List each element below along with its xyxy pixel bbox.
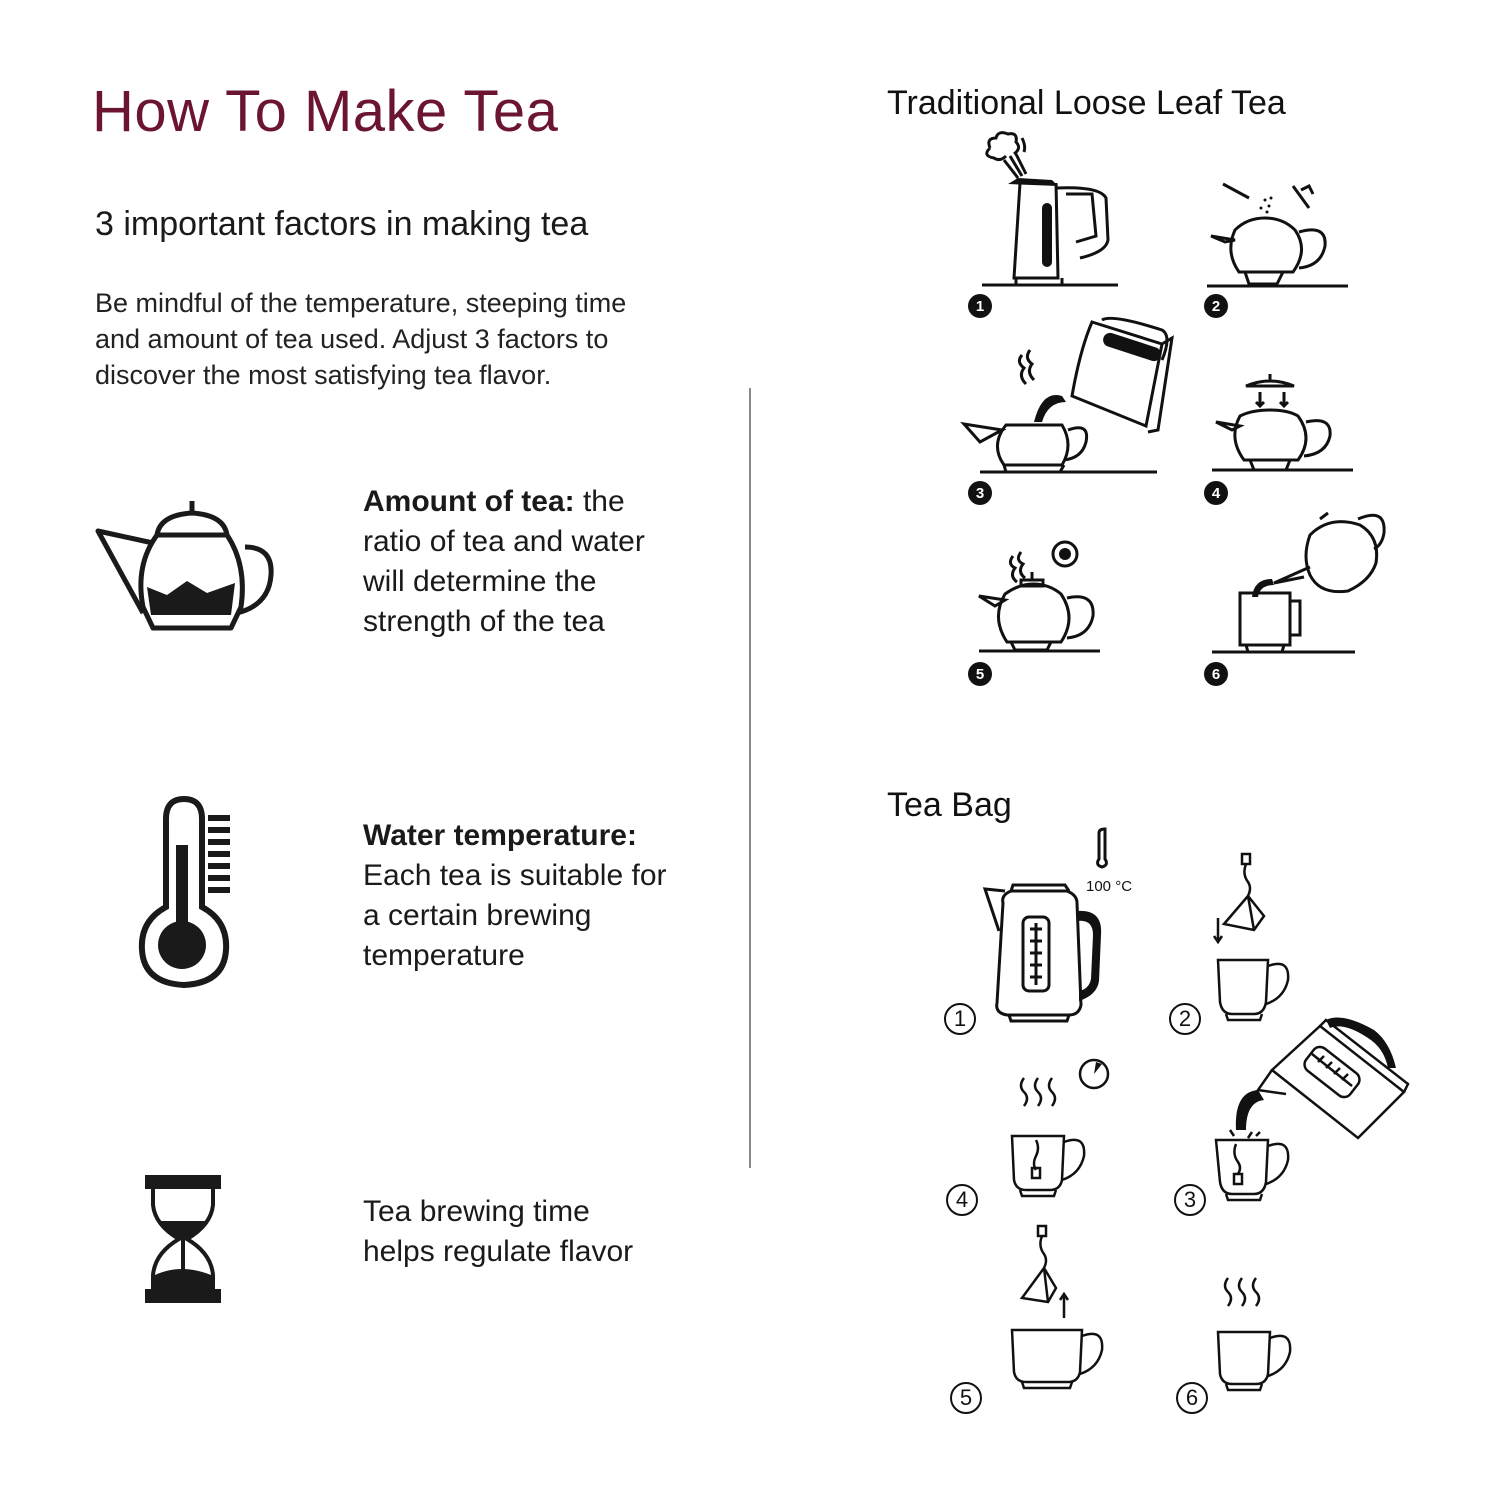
serve-cup-icon <box>1216 1277 1292 1392</box>
tea-bag-step-4-badge: 4 <box>946 1184 978 1216</box>
tea-bag-step-6-badge: 6 <box>1176 1382 1208 1414</box>
factor-temperature-text: Water temperature: Each tea is suitable … <box>363 819 667 972</box>
temperature-label: 100 °C <box>1086 878 1133 895</box>
column-divider <box>749 388 751 1168</box>
pour-into-cup-icon <box>1212 511 1386 654</box>
tea-bag-step-5-badge: 5 <box>950 1382 982 1414</box>
boiling-kettle-icon <box>982 131 1118 287</box>
pour-water-icon <box>960 316 1174 474</box>
tea-bag-step-3-badge: 3 <box>1174 1184 1206 1216</box>
loose-leaf-step-6-badge: 6 <box>1204 662 1228 686</box>
pour-water-cup-icon <box>1214 1017 1410 1202</box>
cover-lid-icon <box>1212 374 1353 472</box>
steep-cup-icon <box>1010 1058 1110 1198</box>
factor-time-text: Tea brewing time helps regulate flavor <box>363 1195 634 1268</box>
loose-leaf-step-4-badge: 4 <box>1204 481 1228 505</box>
section-subtitle: 3 important factors in making tea <box>95 205 589 243</box>
kettle-icon <box>982 827 1108 1023</box>
drop-tea-bag-icon <box>1212 852 1290 1022</box>
steep-timer-icon <box>978 540 1100 653</box>
page-title: How To Make Tea <box>92 79 559 144</box>
teapot-icon <box>95 501 274 631</box>
loose-leaf-step-3-badge: 3 <box>968 481 992 505</box>
loose-leaf-title: Traditional Loose Leaf Tea <box>887 84 1286 122</box>
add-tea-leaves-icon <box>1207 182 1348 288</box>
tea-bag-title: Tea Bag <box>887 786 1012 824</box>
remove-tea-bag-icon <box>1010 1224 1104 1390</box>
tea-bag-step-2-badge: 2 <box>1169 1003 1201 1035</box>
hourglass-icon <box>145 1175 221 1303</box>
factor-amount-text: Amount of tea: the ratio of tea and wate… <box>363 485 645 638</box>
loose-leaf-step-5-badge: 5 <box>968 662 992 686</box>
loose-leaf-step-2-badge: 2 <box>1204 294 1228 318</box>
thermometer-icon <box>138 795 230 989</box>
intro-text: Be mindful of the temperature, steeping … <box>95 288 627 390</box>
loose-leaf-step-1-badge: 1 <box>968 294 992 318</box>
tea-bag-step-1-badge: 1 <box>944 1003 976 1035</box>
